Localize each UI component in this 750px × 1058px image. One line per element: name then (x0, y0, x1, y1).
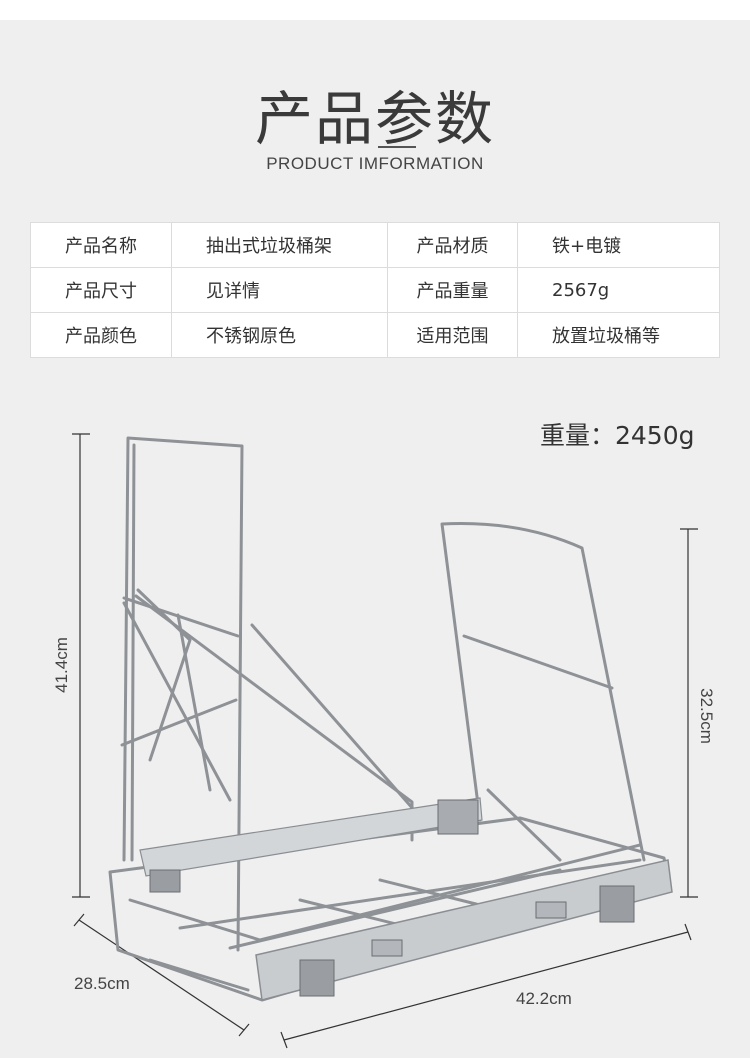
page-subtitle: PRODUCT IMFORMATION (266, 154, 484, 173)
spec-value: 见详情 (171, 267, 388, 313)
rail-bracket (437, 799, 479, 835)
table-row: 产品尺寸 见详情 产品重量 2567g (30, 267, 720, 313)
top-band (0, 0, 750, 20)
spec-label: 产品重量 (387, 267, 518, 313)
spec-label: 产品颜色 (30, 312, 172, 358)
page-title: 产品参数 (254, 85, 495, 153)
spec-label: 产品名称 (30, 222, 172, 268)
spec-value: 不锈钢原色 (171, 312, 388, 358)
rail-slot (535, 901, 567, 919)
rail-bracket (299, 959, 335, 997)
rail-slot (371, 939, 403, 957)
spec-value: 放置垃圾桶等 (517, 312, 720, 358)
slide-rails (139, 797, 673, 1001)
weight-note: 重量：2450g (540, 421, 695, 450)
dimension-height-left: 41.4cm (52, 637, 71, 693)
dimension-height-right: 32.5cm (697, 688, 716, 744)
title-underline (378, 146, 416, 148)
dimension-lines (72, 433, 698, 1049)
table-row: 产品颜色 不锈钢原色 适用范围 放置垃圾桶等 (30, 312, 720, 358)
spec-label: 产品尺寸 (30, 267, 172, 313)
spec-value: 2567g (517, 267, 720, 313)
table-row: 产品名称 抽出式垃圾桶架 产品材质 铁+电镀 (30, 222, 720, 268)
dimension-width: 42.2cm (516, 989, 572, 1008)
rail-bracket (599, 885, 635, 923)
dimension-depth: 28.5cm (74, 974, 130, 993)
rail-bracket (149, 869, 181, 893)
spec-table: 产品名称 抽出式垃圾桶架 产品材质 铁+电镀 产品尺寸 见详情 产品重量 256… (30, 222, 720, 358)
spec-value: 铁+电镀 (517, 222, 720, 268)
spec-label: 产品材质 (387, 222, 518, 268)
